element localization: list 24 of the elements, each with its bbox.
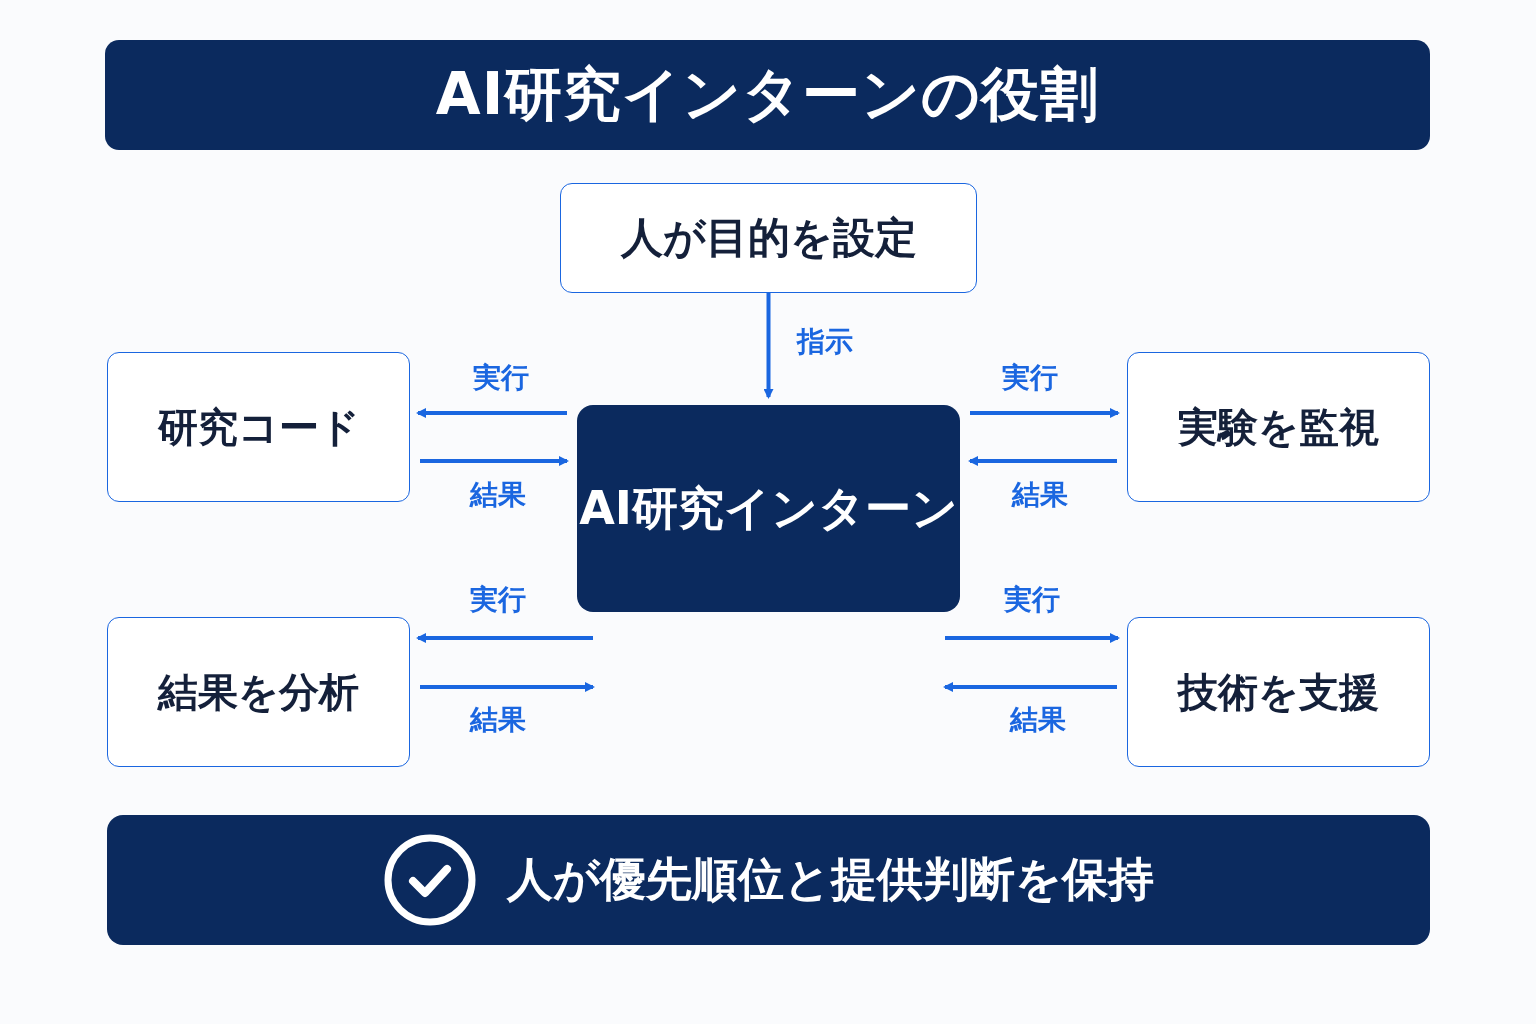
summary-banner (107, 815, 1430, 945)
arrow (968, 456, 1117, 466)
arrow (420, 682, 595, 692)
arrow (763, 293, 774, 399)
arrow (970, 408, 1120, 418)
node-text: 実験を監視 (1178, 402, 1379, 452)
process-box (107, 617, 410, 767)
process-box (107, 352, 410, 502)
arrow (420, 456, 569, 466)
node-text: 研究コード (157, 402, 360, 452)
node-text: AI研究インターン (579, 479, 958, 537)
title: AI研究インターンの役割 (435, 59, 1100, 130)
arrow (416, 408, 567, 418)
arrow (945, 633, 1120, 643)
process-box (560, 183, 977, 293)
node-text: 人が目的を設定 (620, 212, 917, 264)
arrow (416, 633, 593, 643)
central-box (577, 405, 960, 612)
process-box (1127, 352, 1430, 502)
arrow (943, 682, 1117, 692)
node-text: 結果を分析 (158, 667, 359, 717)
node-text: 技術を支援 (1178, 667, 1379, 717)
process-box (1127, 617, 1430, 767)
node-text: 人が優先順位と提供判断を保持 (507, 851, 1154, 908)
